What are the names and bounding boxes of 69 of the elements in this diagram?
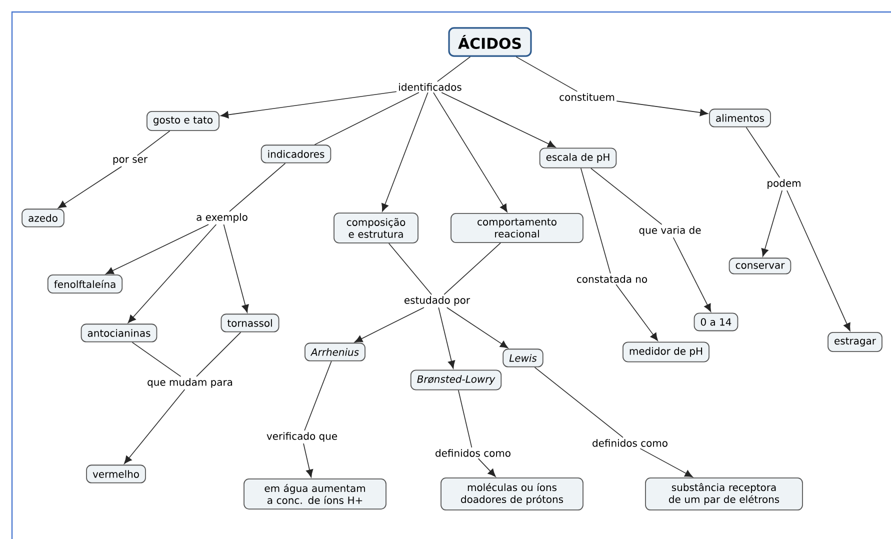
- connector-line: [136, 130, 170, 156]
- concept-box: tornassol: [220, 314, 280, 332]
- connector-line: [132, 342, 182, 377]
- concept-box: escala de pH: [539, 148, 617, 168]
- arrow: [640, 448, 693, 478]
- linking-phrase: podem: [765, 178, 803, 190]
- linking-phrase: que mudam para: [146, 376, 234, 390]
- connector-line: [516, 56, 578, 92]
- arrow: [433, 92, 508, 212]
- linking-phrase: verificado que: [264, 430, 340, 444]
- arrow: [478, 458, 496, 477]
- concept-box: azedo: [22, 208, 64, 228]
- linking-phrase: constituem: [558, 92, 616, 102]
- arrow: [354, 307, 424, 342]
- arrow: [438, 307, 456, 369]
- concept-box: Brønsted-Lowry: [410, 370, 502, 390]
- connector-line: [304, 360, 332, 431]
- arrow: [58, 166, 122, 208]
- concept-box: estragar: [828, 332, 882, 352]
- arrow: [672, 237, 712, 312]
- arrow: [786, 190, 850, 332]
- connector-line: [314, 92, 420, 146]
- concept-box: composição e estrutura: [334, 212, 418, 244]
- concept-box: fenolftaleína: [47, 274, 123, 294]
- linking-phrase: definidos como: [434, 448, 512, 458]
- concept-box: comportamento reacional: [450, 213, 584, 243]
- concept-box: Lewis: [502, 348, 544, 368]
- concept-box: alimentos: [709, 108, 771, 128]
- arrow: [106, 224, 209, 274]
- linking-phrase: constatada no: [574, 274, 650, 284]
- connector-line: [580, 168, 611, 274]
- arrow: [124, 389, 186, 464]
- arrow: [128, 224, 217, 324]
- linking-phrase: por ser: [110, 156, 150, 166]
- arrow: [446, 307, 508, 348]
- connector-line: [534, 366, 624, 438]
- connector-line: [458, 390, 472, 448]
- concept-box: substância receptora de um par de elétrons: [645, 478, 803, 510]
- arrow: [616, 100, 708, 116]
- linking-phrase: estudado por: [402, 294, 472, 308]
- linking-phrase: que varia de: [637, 224, 703, 238]
- arrow: [223, 224, 249, 313]
- linking-phrase: a exemplo: [194, 212, 250, 224]
- connector-line: [437, 56, 471, 82]
- concept-box: indicadores: [260, 144, 332, 164]
- concept-box: Arrhenius: [304, 342, 366, 362]
- arrow: [382, 92, 428, 212]
- concept-box: moléculas ou íons doadores de prótons: [440, 478, 584, 510]
- concept-box: antocianinas: [80, 324, 158, 342]
- arrow: [220, 91, 397, 118]
- concept-box: em água aumentam a conc. de íons H+: [244, 478, 386, 510]
- connector-line: [196, 332, 242, 377]
- connector-line: [444, 242, 501, 295]
- arrow: [441, 92, 556, 148]
- connector-line: [388, 242, 432, 295]
- concept-box: ÁCIDOS: [448, 27, 532, 57]
- linking-phrase: identificados: [396, 82, 464, 92]
- connector-line: [746, 126, 780, 178]
- connector-line: [229, 162, 286, 212]
- concept-box: conservar: [728, 258, 792, 274]
- connector-line: [590, 168, 662, 225]
- concept-box: vermelho: [86, 464, 146, 484]
- concept-box: 0 a 14: [694, 312, 738, 332]
- arrow: [616, 284, 658, 341]
- linking-phrase: definidos como: [590, 438, 670, 448]
- arrow: [303, 443, 314, 478]
- concept-box: gosto e tato: [146, 111, 220, 131]
- arrow: [761, 190, 782, 257]
- concept-box: medidor de pH: [622, 342, 710, 362]
